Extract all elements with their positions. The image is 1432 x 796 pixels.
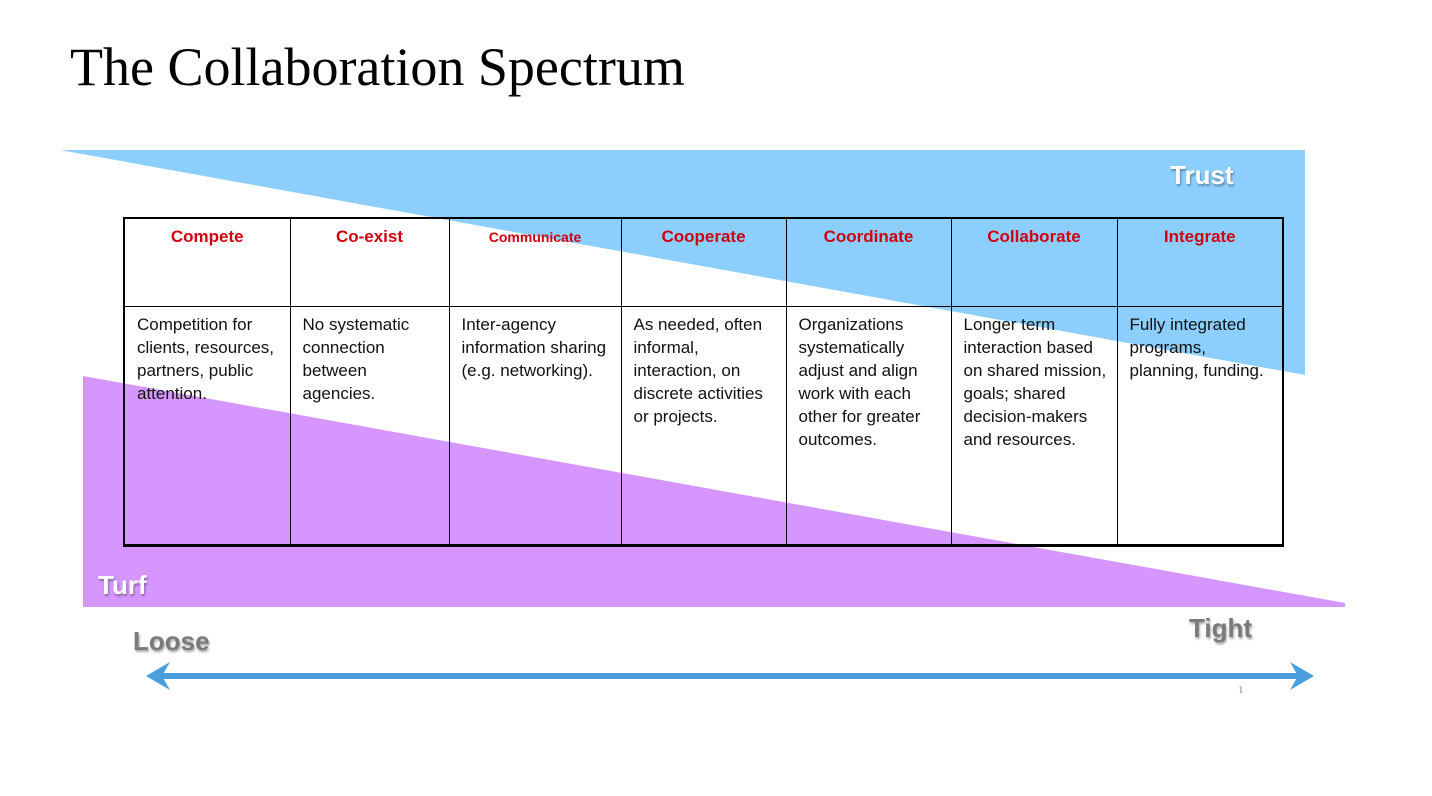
slide-title: The Collaboration Spectrum — [70, 37, 685, 97]
heading-compete: Compete — [123, 217, 291, 307]
heading-collaborate: Collaborate — [950, 217, 1118, 307]
loose-tight-arrow — [146, 662, 1314, 690]
heading-integrate: Integrate — [1116, 217, 1284, 307]
heading-co-exist: Co-exist — [289, 217, 450, 307]
description-co-exist: No systematic connection between agencie… — [289, 306, 450, 546]
tight-label: Tight — [1189, 613, 1253, 643]
description-row: Competition for clients, resources, part… — [123, 306, 1284, 546]
heading-row: Compete Co-exist Communicate Cooperate C… — [123, 217, 1284, 307]
loose-label: Loose — [133, 626, 210, 656]
turf-label: Turf — [98, 570, 147, 600]
spectrum-table: Compete Co-exist Communicate Cooperate C… — [123, 217, 1284, 547]
description-compete: Competition for clients, resources, part… — [123, 306, 291, 546]
description-collaborate: Longer term interaction based on shared … — [950, 306, 1118, 546]
description-integrate: Fully integrated programs, planning, fun… — [1116, 306, 1284, 546]
description-cooperate: As needed, often informal, interaction, … — [620, 306, 787, 546]
page-number: 1 — [1238, 684, 1244, 696]
description-coordinate: Organizations systematically adjust and … — [785, 306, 952, 546]
heading-coordinate: Coordinate — [785, 217, 952, 307]
heading-cooperate: Cooperate — [620, 217, 787, 307]
trust-label: Trust — [1170, 160, 1234, 190]
description-communicate: Inter-agency information sharing (e.g. n… — [448, 306, 622, 546]
heading-communicate: Communicate — [448, 217, 622, 307]
